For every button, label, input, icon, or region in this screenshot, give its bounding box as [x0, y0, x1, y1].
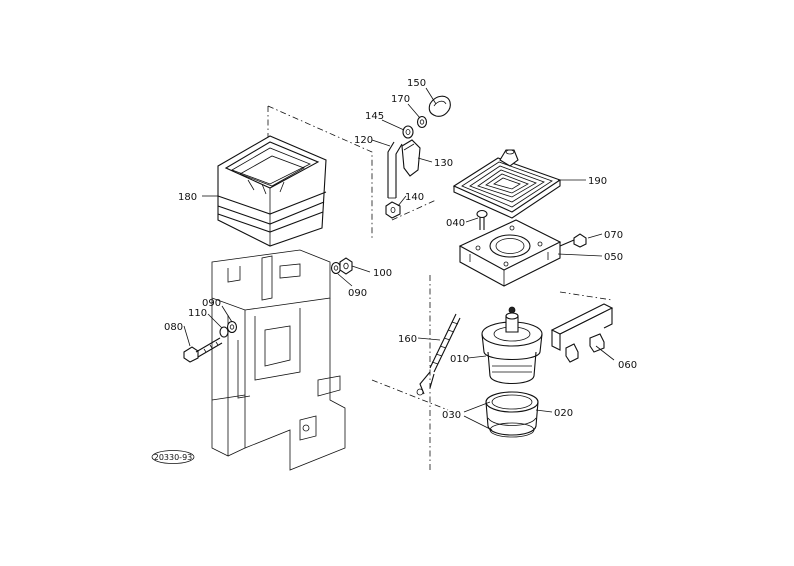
screw-040	[476, 209, 488, 230]
label-180: 180	[178, 192, 197, 203]
collar-145	[402, 125, 414, 139]
seal-030	[489, 422, 535, 438]
washer-090-left	[226, 320, 238, 334]
bolt-070	[559, 233, 587, 248]
label-145: 145	[365, 111, 384, 122]
label-090-right: 090	[348, 288, 367, 299]
label-040: 040	[446, 218, 465, 229]
label-080: 080	[164, 322, 183, 333]
diagram-code: 20330-93	[154, 453, 193, 462]
label-100: 100	[373, 268, 392, 279]
label-020: 020	[554, 408, 573, 419]
callout-labels: 150 170 145 120 130 140 180 190 040 070 …	[164, 78, 637, 421]
plate-050	[458, 219, 562, 287]
cover-box-180	[217, 135, 327, 247]
nut-100	[339, 257, 353, 275]
washer-090-right	[330, 261, 342, 275]
label-150: 150	[407, 78, 426, 89]
washer-110	[219, 326, 229, 338]
knob-150	[428, 95, 451, 117]
bracket-060	[550, 303, 614, 363]
nut-140	[385, 201, 401, 219]
base-housing	[211, 249, 346, 471]
valve-010	[481, 306, 543, 385]
ring-170	[416, 115, 428, 129]
leader-lines	[183, 87, 615, 431]
lever-rod-120	[387, 141, 403, 199]
housing-020	[485, 391, 539, 436]
label-060: 060	[618, 360, 637, 371]
bolt-080	[183, 337, 223, 363]
label-070: 070	[604, 230, 623, 241]
label-160: 160	[398, 334, 417, 345]
label-030: 030	[442, 410, 461, 421]
hose-160	[416, 313, 461, 396]
label-190: 190	[588, 176, 607, 187]
diagram-code-badge: 20330-93	[151, 450, 195, 464]
label-090-left: 090	[202, 298, 221, 309]
label-120: 120	[354, 135, 373, 146]
label-170: 170	[391, 94, 410, 105]
label-110: 110	[188, 308, 207, 319]
label-130: 130	[434, 158, 453, 169]
boot-190	[452, 149, 562, 219]
lever-sleeve-130	[401, 139, 421, 177]
label-010: 010	[450, 354, 469, 365]
label-140: 140	[405, 192, 424, 203]
label-050: 050	[604, 252, 623, 263]
